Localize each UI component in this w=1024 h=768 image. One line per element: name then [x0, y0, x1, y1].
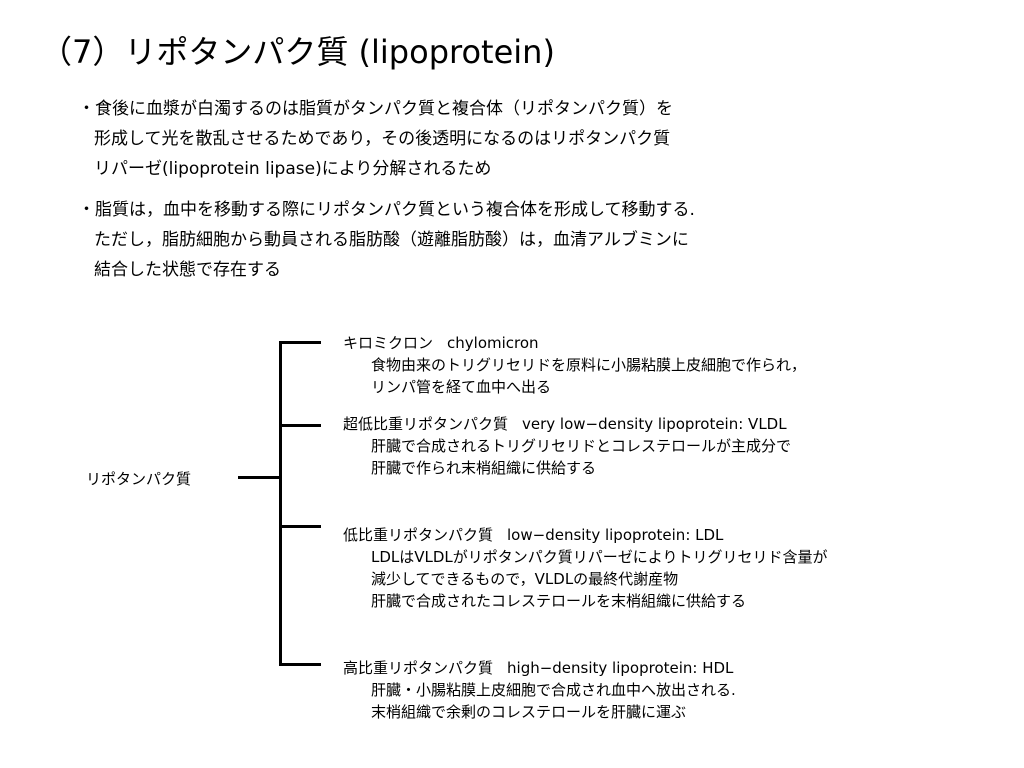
bullet-line: ・食後に血漿が白濁するのは脂質がタンパク質と複合体（リポタンパク質）を	[78, 99, 673, 119]
entry-name-ja: キロミクロン	[343, 334, 434, 352]
entry-heading: 超低比重リポタンパク質 very low−density lipoprotein:…	[343, 415, 787, 433]
tree-branch-line	[279, 424, 321, 427]
tree-root-label: リポタンパク質	[86, 470, 192, 488]
tree-branch-line	[279, 525, 321, 528]
entry-name-ja: 低比重リポタンパク質	[343, 526, 494, 544]
entry-desc-line: 末梢組織で余剰のコレステロールを肝臓に運ぶ	[371, 703, 687, 721]
entry-desc-line: 肝臓で合成されたコレステロールを末梢組織に供給する	[371, 592, 747, 610]
bullet-line: ただし，脂肪細胞から動員される脂肪酸（遊離脂肪酸）は，血清アルブミンに	[94, 230, 689, 250]
tree-entry-vldl: 超低比重リポタンパク質 very low−density lipoprotein:…	[343, 413, 791, 479]
entry-desc-line: 肝臓・小腸粘膜上皮細胞で合成され血中へ放出される.	[371, 681, 736, 699]
entry-name-en: low−density lipoprotein: LDL	[507, 526, 724, 544]
entry-heading: 低比重リポタンパク質 low−density lipoprotein: LDL	[343, 526, 723, 544]
entry-heading: 高比重リポタンパク質 high−density lipoprotein: HDL	[343, 659, 733, 677]
bullet-paragraph-2: ・脂質は，血中を移動する際にリポタンパク質という複合体を形成して移動する. ただ…	[78, 195, 695, 285]
entry-desc-line: LDLはVLDLがリポタンパク質リパーゼによりトリグリセリド含量が	[371, 548, 828, 566]
tree-root-connector	[238, 476, 280, 479]
entry-desc-line: 肝臓で作られ末梢組織に供給する	[371, 459, 597, 477]
bullet-line: リパーゼ(lipoprotein lipase)により分解されるため	[94, 159, 492, 179]
entry-desc-line: 肝臓で合成されるトリグリセリドとコレステロールが主成分で	[371, 437, 792, 455]
tree-entry-ldl: 低比重リポタンパク質 low−density lipoprotein: LDL L…	[343, 524, 828, 612]
bullet-paragraph-1: ・食後に血漿が白濁するのは脂質がタンパク質と複合体（リポタンパク質）を 形成して…	[78, 94, 673, 184]
slide-title: （7）リポタンパク質 (lipoprotein)	[40, 33, 555, 71]
entry-desc-line: 食物由来のトリグリセリドを原料に小腸粘膜上皮細胞で作られ，	[371, 356, 807, 374]
tree-branch-line	[279, 663, 321, 666]
entry-heading: キロミクロン chylomicron	[343, 334, 539, 352]
entry-name-ja: 高比重リポタンパク質	[343, 659, 494, 677]
entry-name-en: high−density lipoprotein: HDL	[507, 659, 734, 677]
entry-name-en: chylomicron	[447, 334, 539, 352]
bullet-line: ・脂質は，血中を移動する際にリポタンパク質という複合体を形成して移動する.	[78, 200, 695, 220]
entry-desc-line: リンパ管を経て血中へ出る	[371, 378, 552, 396]
entry-name-en: very low−density lipoprotein: VLDL	[522, 415, 787, 433]
bullet-line: 結合した状態で存在する	[94, 260, 281, 280]
bullet-line: 形成して光を散乱させるためであり，その後透明になるのはリポタンパク質	[94, 129, 671, 149]
entry-desc-line: 減少してできるもので，VLDLの最終代謝産物	[371, 570, 679, 588]
entry-name-ja: 超低比重リポタンパク質	[343, 415, 509, 433]
tree-vertical-line	[279, 341, 282, 666]
tree-branch-line	[279, 341, 321, 344]
tree-entry-chylomicron: キロミクロン chylomicron 食物由来のトリグリセリドを原料に小腸粘膜上皮…	[343, 332, 806, 398]
